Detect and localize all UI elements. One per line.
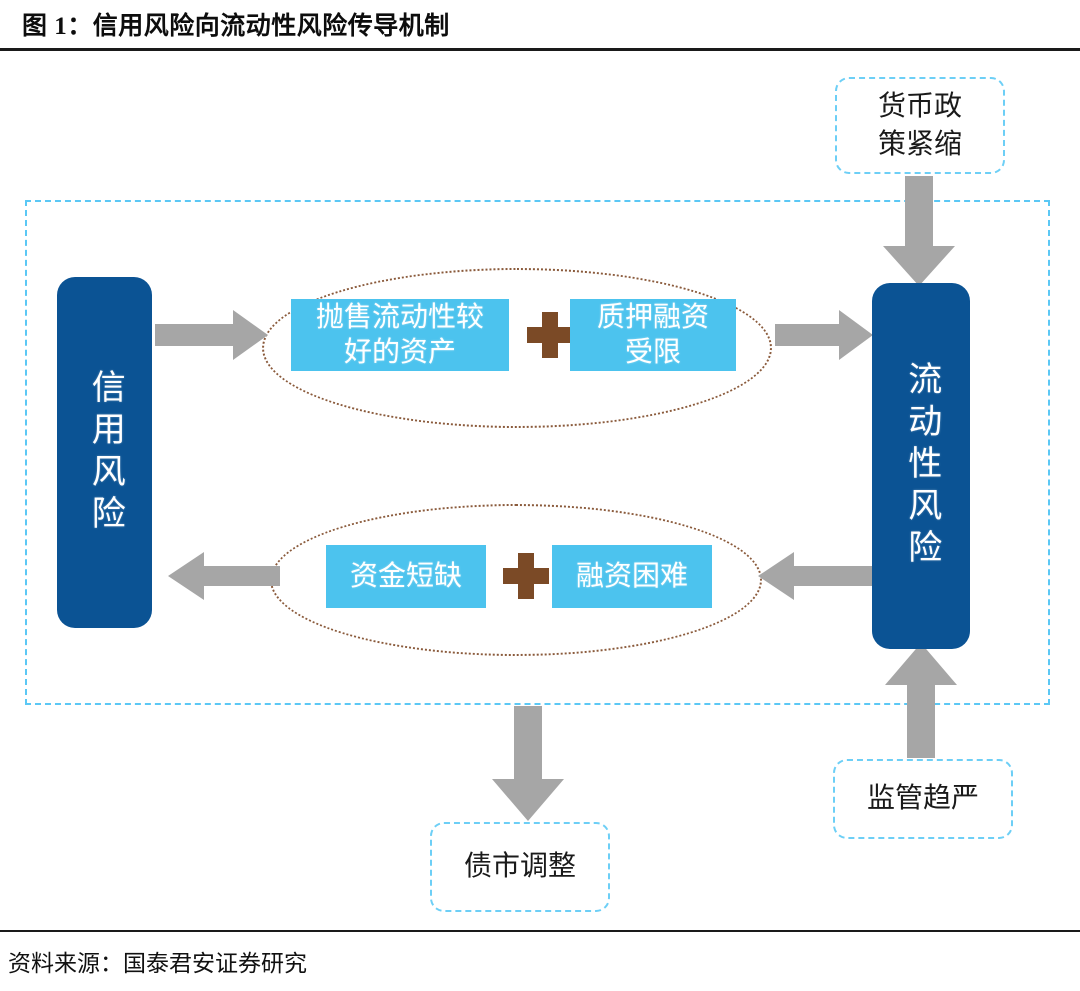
- feedback-loop-frame: [25, 200, 1050, 705]
- chip-pledge-financing-limited-label: 质押融资受限: [596, 302, 709, 368]
- chip-pledge-financing-limited[interactable]: 质押融资受限: [570, 299, 736, 371]
- arrow-lower-group-to-credit-risk: [168, 552, 280, 600]
- chip-financing-difficulty-label: 融资困难: [575, 561, 688, 592]
- source-divider-rule: [0, 930, 1080, 932]
- arrow-credit-risk-to-upper-group: [155, 310, 268, 360]
- chip-financing-difficulty[interactable]: 融资困难: [552, 545, 712, 608]
- arrow-monetary-tightening-to-liquidity-risk: [883, 176, 955, 286]
- arrow-liquidity-risk-to-lower-group: [758, 552, 876, 600]
- chip-sell-liquid-assets-label: 抛售流动性较好的资产: [315, 302, 484, 368]
- node-regulation-strict-label: 监管趋严: [866, 783, 979, 815]
- upper-group-ellipse: [262, 268, 772, 428]
- page-title: 图 1：信用风险向流动性风险传导机制: [22, 13, 450, 40]
- node-liquidity-risk-label: 流动性风险: [902, 361, 940, 571]
- figure-source: 资料来源：国泰君安证券研究: [8, 951, 307, 976]
- node-regulation-strict[interactable]: 监管趋严: [833, 759, 1013, 839]
- node-monetary-tightening[interactable]: 货币政策紧缩: [835, 77, 1005, 174]
- chip-sell-liquid-assets[interactable]: 抛售流动性较好的资产: [291, 299, 509, 371]
- node-credit-risk-label: 信用风险: [86, 368, 124, 537]
- arrow-regulation-strict-to-liquidity-risk: [885, 643, 957, 758]
- node-bond-market-adjust[interactable]: 债市调整: [430, 822, 610, 912]
- arrow-upper-group-to-liquidity-risk: [775, 310, 873, 360]
- plus-icon-upper: [527, 312, 573, 358]
- chip-funding-shortage-label: 资金短缺: [349, 561, 462, 592]
- title-divider-rule: [0, 48, 1080, 51]
- plus-icon-lower: [503, 553, 549, 599]
- chip-funding-shortage[interactable]: 资金短缺: [326, 545, 486, 608]
- node-liquidity-risk[interactable]: 流动性风险: [872, 283, 970, 649]
- node-monetary-tightening-label: 货币政策紧缩: [877, 90, 962, 160]
- node-credit-risk[interactable]: 信用风险: [57, 277, 152, 628]
- node-bond-market-adjust-label: 债市调整: [463, 851, 576, 883]
- arrow-feedback-loop-to-bond-market: [492, 706, 564, 821]
